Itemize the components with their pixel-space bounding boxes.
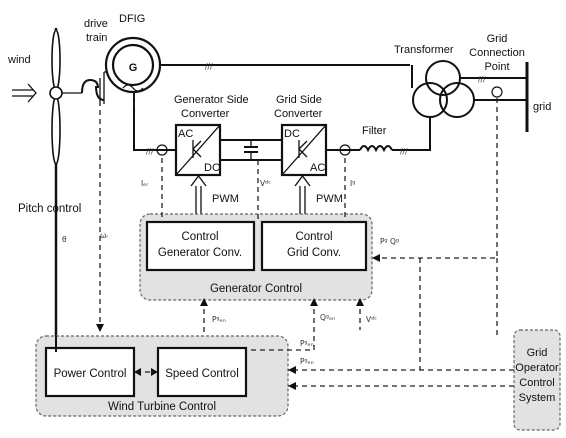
svg-text:Pᵍₑₙ: Pᵍₑₙ bbox=[300, 339, 314, 348]
generator-control-label: Generator Control bbox=[210, 283, 302, 295]
svg-text:Iᵍ: Iᵍ bbox=[350, 179, 355, 188]
wind-arrow-icon bbox=[12, 83, 37, 103]
control-generator-conv-box bbox=[145, 220, 256, 272]
svg-text:θ: θ bbox=[62, 235, 67, 244]
speed-control-box bbox=[156, 346, 248, 398]
svg-text:Qᵍₑₙ: Qᵍₑₙ bbox=[320, 313, 335, 322]
svg-text:Pᵍₑₙ: Pᵍₑₙ bbox=[212, 315, 226, 324]
control-gen-conv-label-line1: Control bbox=[181, 231, 218, 243]
power-control-label: Power Control bbox=[54, 368, 127, 380]
generator-symbol: G bbox=[129, 62, 138, 74]
filter-label: Filter bbox=[362, 125, 387, 137]
pwm-right-label: PWM bbox=[316, 193, 343, 205]
svg-text:///: /// bbox=[205, 62, 213, 71]
gen-conv-dc-label: DC bbox=[204, 162, 220, 174]
pwm-arrow-left bbox=[190, 174, 207, 218]
pwm-left-label: PWM bbox=[212, 193, 239, 205]
gen-side-converter-label-line2: Converter bbox=[181, 108, 230, 120]
pitch-control-label: Pitch control bbox=[18, 203, 81, 215]
drive-train-label-line1: drive bbox=[84, 18, 108, 30]
control-gen-conv-label-line2: Generator Conv. bbox=[158, 247, 242, 259]
transformer-icon bbox=[412, 60, 475, 118]
power-control-box bbox=[44, 346, 136, 398]
wind-label: wind bbox=[7, 54, 31, 66]
grid-conv-dc-label: DC bbox=[284, 128, 300, 140]
svg-text:Pᵍ Qᵍ: Pᵍ Qᵍ bbox=[380, 237, 399, 246]
grid-operator-label-line1: Grid bbox=[527, 347, 548, 359]
rotor-line bbox=[133, 92, 176, 151]
svg-text:Vᵈᶜ: Vᵈᶜ bbox=[260, 179, 271, 188]
svg-text:Pᵍₑₙ: Pᵍₑₙ bbox=[300, 357, 314, 366]
generator-side-converter: AC DC bbox=[174, 123, 222, 177]
control-grid-conv-label-line1: Control bbox=[295, 231, 332, 243]
dfig-generator: G bbox=[104, 36, 162, 94]
drive-train-icon bbox=[62, 71, 112, 106]
filter-inductor-icon bbox=[359, 145, 393, 153]
grid-conv-ac-label: AC bbox=[310, 162, 325, 174]
grid-operator-label-line3: Control bbox=[519, 377, 554, 389]
svg-text:Vᵈᶜ: Vᵈᶜ bbox=[366, 315, 377, 324]
wind-turbine-icon bbox=[49, 28, 63, 352]
control-grid-conv-box bbox=[260, 220, 368, 272]
speed-control-label: Speed Control bbox=[165, 368, 239, 380]
svg-text:ωᵣ: ωᵣ bbox=[100, 231, 108, 240]
grid-connection-label-line1: Grid bbox=[487, 33, 508, 45]
grid-connection-label-line3: Point bbox=[484, 61, 509, 73]
grid-side-converter: DC AC bbox=[280, 123, 328, 177]
gen-conv-ac-label: AC bbox=[178, 128, 193, 140]
transformer-label: Transformer bbox=[394, 44, 454, 56]
grid-operator-control-system-box bbox=[513, 329, 561, 431]
grid-side-converter-label-line1: Grid Side bbox=[276, 94, 322, 106]
grid-connection-label-line2: Connection bbox=[469, 47, 525, 59]
grid-label: grid bbox=[533, 101, 551, 113]
svg-text:///: /// bbox=[400, 147, 408, 156]
dfig-label: DFIG bbox=[119, 13, 145, 25]
gen-side-converter-label-line1: Generator Side bbox=[174, 94, 249, 106]
dc-link-capacitor-icon bbox=[220, 139, 282, 161]
svg-text:///: /// bbox=[146, 147, 154, 156]
control-grid-conv-label-line2: Grid Conv. bbox=[287, 247, 341, 259]
svg-text:///: /// bbox=[478, 75, 486, 84]
svg-text:Iₑᵣ: Iₑᵣ bbox=[141, 179, 148, 188]
drive-train-label-line2: train bbox=[86, 32, 107, 44]
pwm-arrow-right bbox=[294, 174, 311, 218]
grid-operator-label-line4: System bbox=[519, 392, 556, 404]
grid-operator-label-line2: Operator bbox=[515, 362, 559, 374]
wind-turbine-control-label: Wind Turbine Control bbox=[108, 401, 216, 413]
grid-side-converter-label-line2: Converter bbox=[274, 108, 323, 120]
